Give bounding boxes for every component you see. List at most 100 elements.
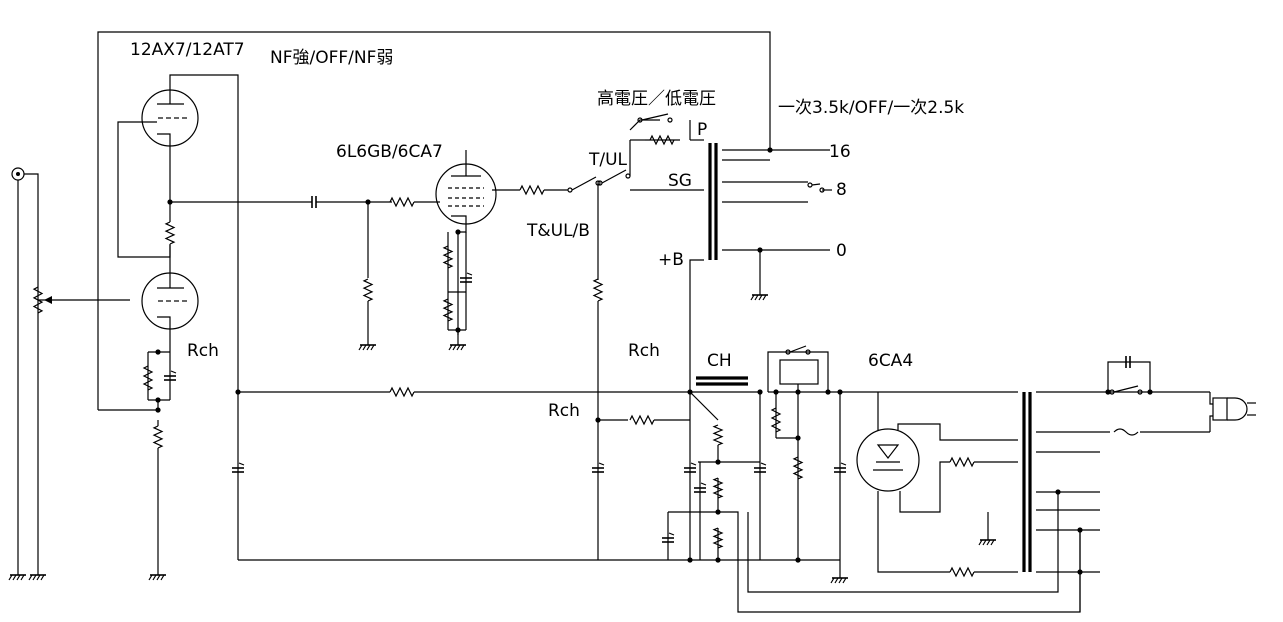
- tube-6l6gb-icon: [435, 163, 497, 225]
- resistor-icon: [712, 527, 724, 549]
- wire: [1107, 361, 1151, 392]
- junction-dot: [1147, 389, 1153, 395]
- ground-icon: [12, 574, 17, 581]
- wiring: [17, 31, 1213, 613]
- resistor-icon: [949, 456, 975, 468]
- ground-icon: [460, 344, 465, 351]
- ground-icon: [16, 574, 21, 581]
- input-jack-icon: [11, 167, 25, 181]
- label-tube-input: 12AX7/12AT7: [130, 40, 245, 60]
- resistor-icon: [519, 184, 545, 196]
- resistor-icon: [362, 278, 374, 302]
- junction-dot: [167, 199, 173, 205]
- ground-icon: [834, 577, 839, 584]
- electrolytic-capacitor-icon: [598, 462, 605, 466]
- switch-contact-icon: [807, 182, 813, 188]
- ground-icon: [148, 574, 153, 581]
- electrolytic-capacitor-icon: [466, 272, 473, 276]
- junction-dot: [715, 509, 721, 515]
- ground-icon: [842, 577, 847, 584]
- ground-icon: [758, 294, 763, 301]
- wire: [629, 119, 660, 131]
- ground-icon: [990, 539, 995, 546]
- electrolytic-capacitor-icon: [700, 482, 707, 486]
- resistor-icon: [442, 245, 454, 269]
- wire: [668, 511, 1081, 613]
- switch-contact-icon: [625, 173, 631, 179]
- wire: [24, 173, 39, 575]
- output-transformer-core: [708, 143, 718, 260]
- switch-blade-icon: [571, 176, 597, 191]
- tube-6ca4-icon: [856, 428, 920, 492]
- wire: [97, 31, 771, 410]
- ground-icon: [982, 539, 987, 546]
- ground-icon: [750, 294, 755, 301]
- junction-dot: [795, 435, 801, 441]
- switch-blade-icon: [789, 345, 807, 353]
- ground-icon: [152, 574, 157, 581]
- switch-blade-icon: [601, 169, 627, 184]
- wire: [747, 492, 1059, 593]
- switch-contact-icon: [595, 180, 601, 186]
- junction-dot: [155, 349, 161, 355]
- ground-icon: [448, 344, 453, 351]
- switch-blade-icon: [1113, 385, 1139, 393]
- junction-dot: [715, 557, 721, 563]
- ground-icon: [452, 344, 457, 351]
- ground-icon: [20, 574, 25, 581]
- tube-12ax7-upper-icon: [141, 89, 199, 147]
- wire: [1209, 415, 1213, 432]
- junction-dot: [837, 389, 843, 395]
- resistor-icon: [164, 221, 176, 245]
- electrolytic-capacitor-icon: [238, 462, 245, 466]
- resistor-icon: [629, 414, 655, 426]
- ground-icon: [32, 574, 37, 581]
- resistor-icon: [152, 425, 164, 449]
- wire: [899, 461, 950, 513]
- switch-blade-icon: [811, 183, 821, 186]
- junction-dot: [795, 557, 801, 563]
- ground-icon: [762, 294, 767, 301]
- wire: [689, 259, 704, 392]
- resistor-icon: [649, 134, 675, 146]
- potentiometer-wiper-icon: [44, 296, 52, 304]
- power-transformer-core: [1022, 392, 1032, 572]
- wire: [169, 74, 239, 392]
- ground-icon: [370, 344, 375, 351]
- label-rectifier: 6CA4: [868, 351, 913, 371]
- wire: [117, 121, 171, 258]
- resistor-icon: [142, 365, 154, 391]
- label-nf-switch: NF強/OFF/NF弱: [270, 48, 393, 68]
- ground-icon: [456, 344, 461, 351]
- ground-icon: [36, 574, 41, 581]
- switch-contact-icon: [667, 117, 673, 123]
- resistor-icon: [712, 424, 724, 446]
- label-t-ul: T/UL: [588, 150, 628, 170]
- ground-icon: [40, 574, 45, 581]
- label-tap-0: 0: [836, 241, 847, 261]
- electrolytic-capacitor-icon: [668, 532, 675, 536]
- resistor-icon: [389, 196, 415, 208]
- tube-12ax7-lower-icon: [141, 272, 199, 330]
- electrolytic-capacitor-icon: [760, 462, 767, 466]
- junction-dot: [687, 557, 693, 563]
- label-tube-output: 6L6GB/6CA7: [336, 142, 443, 162]
- switch-blade-icon: [641, 113, 669, 121]
- junction-dot: [235, 389, 241, 395]
- switch-contact-icon: [805, 349, 811, 355]
- label-choke: CH: [707, 351, 732, 371]
- ground-icon: [978, 539, 983, 546]
- ground-icon: [156, 574, 161, 581]
- electrolytic-capacitor-icon: [840, 462, 847, 466]
- junction-dot: [365, 199, 371, 205]
- resistor-icon: [712, 477, 724, 499]
- label-t-ul-b: T&UL/B: [526, 221, 590, 241]
- resistor-icon: [389, 386, 415, 398]
- junction-dot: [687, 389, 693, 395]
- ground-icon: [754, 294, 759, 301]
- label-tap-plate: P: [697, 120, 707, 140]
- resistor-icon: [32, 286, 44, 314]
- wire: [897, 423, 1018, 441]
- wire: [689, 391, 719, 421]
